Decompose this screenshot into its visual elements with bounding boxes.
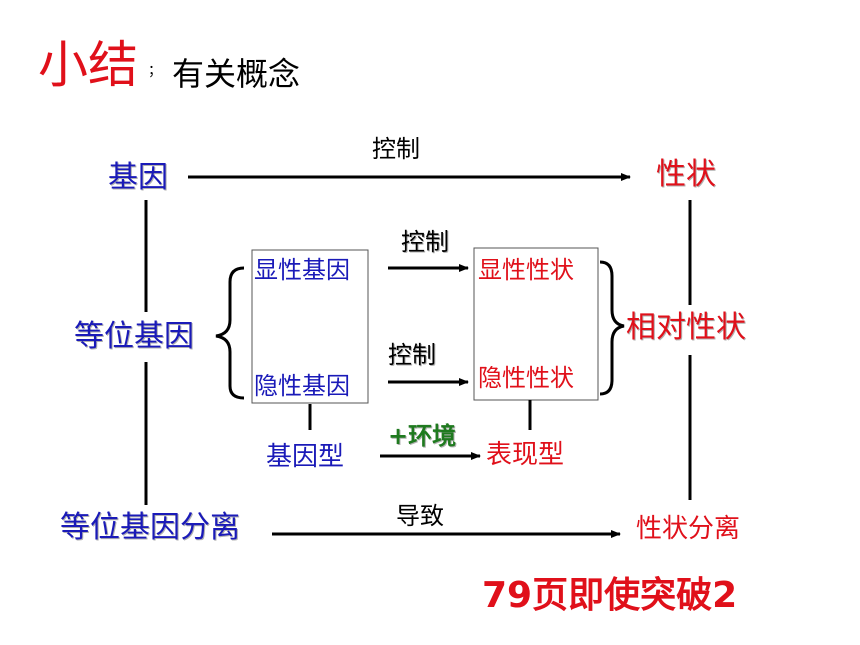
node-dominant-trait: 显性性状: [478, 256, 574, 284]
node-recessive-gene: 隐性基因: [254, 372, 350, 400]
gene-box: [251, 249, 369, 404]
node-allele-separation: 等位基因分离: [60, 510, 240, 545]
node-trait-separation: 性状分离: [636, 514, 741, 544]
node-dominant-gene: 显性基因: [254, 256, 350, 284]
title-main: 小结: [38, 36, 138, 94]
title-separator: ；: [148, 63, 162, 79]
edge-label-environment: +环境: [388, 422, 457, 450]
node-allele: 等位基因: [74, 319, 194, 354]
node-genotype: 基因型: [266, 442, 345, 472]
edge-label-leads-to: 导致: [396, 502, 444, 530]
allele-brace: [215, 266, 245, 400]
reference-note: 79页即使突破2: [482, 575, 738, 616]
trait-box: [473, 247, 599, 401]
edge-label-control-top: 控制: [372, 135, 420, 163]
node-trait: 性状: [656, 157, 716, 192]
edge-label-control-recessive: 控制: [388, 341, 436, 369]
relative-trait-brace: [599, 260, 625, 396]
node-phenotype: 表现型: [486, 440, 565, 470]
node-relative-trait: 相对性状: [626, 310, 746, 345]
edge-label-control-dominant: 控制: [401, 228, 449, 256]
node-gene: 基因: [108, 160, 168, 195]
node-recessive-trait: 隐性性状: [478, 364, 574, 392]
title-sub: 有关概念: [172, 55, 301, 93]
